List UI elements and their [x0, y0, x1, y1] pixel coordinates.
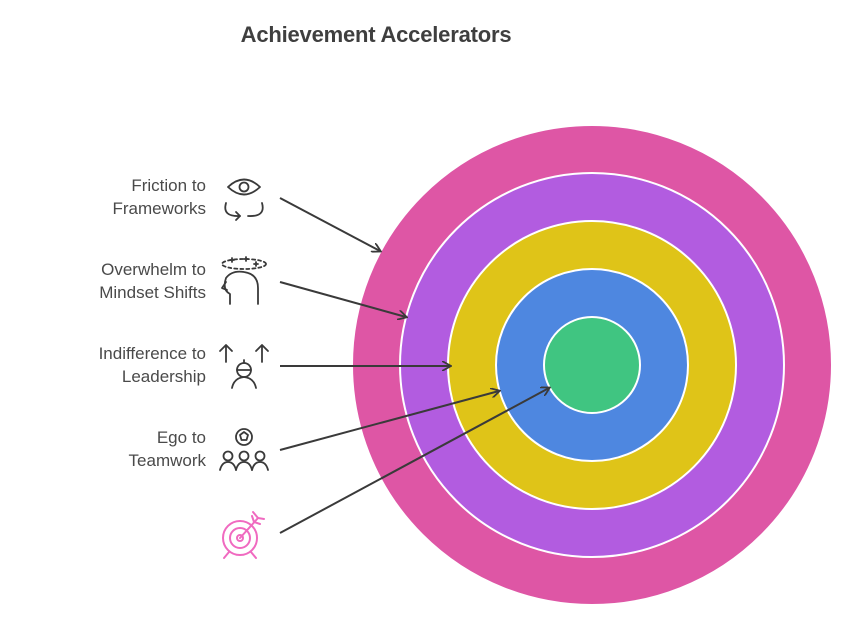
arrow-friction: [279, 197, 380, 251]
label-line: Overwhelm to: [101, 260, 206, 279]
label-indifference-to-leadership: Indifference to Leadership: [0, 342, 206, 388]
team-icon: [219, 428, 269, 471]
target-icon: [222, 511, 265, 559]
diagram-title: Achievement Accelerators: [240, 22, 512, 47]
label-ego-to-teamwork: Ego to Teamwork: [0, 426, 206, 472]
arrow-ego: [279, 391, 499, 451]
leader-arrows-icon: [219, 344, 269, 389]
label-line: Friction to: [131, 176, 206, 195]
ring-center: [543, 316, 641, 414]
eye-cycle-icon: [224, 178, 264, 221]
label-line: Ego to: [156, 428, 206, 447]
label-line: Leadership: [121, 367, 206, 386]
label-friction-to-frameworks: Friction to Frameworks: [0, 174, 206, 220]
label-line: Mindset Shifts: [99, 283, 206, 302]
label-line: Frameworks: [112, 199, 206, 218]
label-overwhelm-to-mindset-shifts: Overwhelm to Mindset Shifts: [0, 258, 206, 304]
arrow-overwhelm: [279, 281, 406, 317]
arrow-target: [279, 388, 549, 534]
head-sparkle-icon: [221, 256, 267, 305]
label-line: Teamwork: [128, 451, 206, 470]
label-line: Indifference to: [98, 344, 206, 363]
